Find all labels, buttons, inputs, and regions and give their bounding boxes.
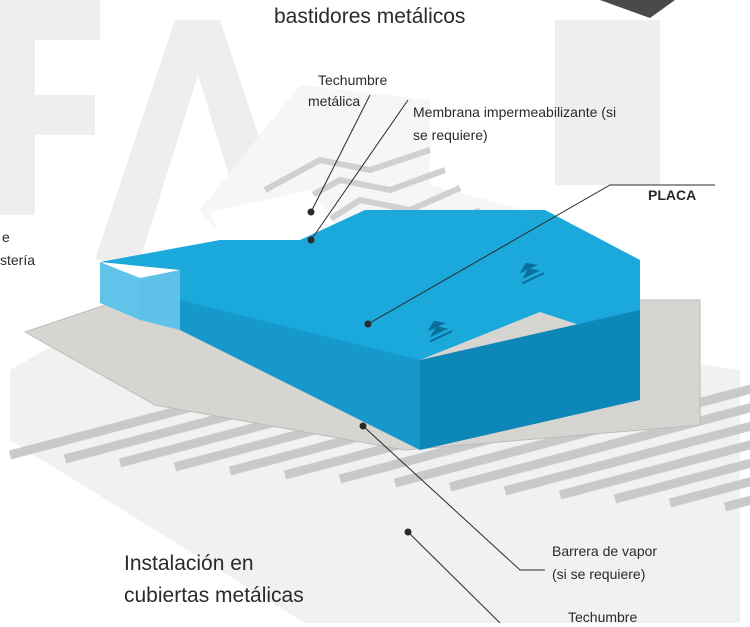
label-partial-left-2: stería <box>0 252 36 268</box>
corner-shape <box>600 0 675 18</box>
deck-groove <box>448 403 750 492</box>
label-membrana-1: Membrana impermeabilizante (si <box>413 104 617 120</box>
label-barrera-2: (si se requiere) <box>552 566 646 582</box>
label-techumbre-top-2: metálica <box>308 93 361 109</box>
deck-groove <box>613 458 750 504</box>
caption-line-2: cubiertas metálicas <box>124 584 304 607</box>
insulation-board <box>100 210 640 450</box>
deck-groove <box>558 440 750 500</box>
brand-logo-icon <box>427 320 453 343</box>
deck-groove <box>503 421 750 496</box>
label-partial-left-1: e <box>2 229 10 245</box>
caption-line-1: Instalación en <box>124 552 254 575</box>
diagram-title: bastidores metálicos <box>274 5 466 28</box>
label-techumbre-bottom: Techumbre <box>568 609 638 625</box>
label-techumbre-top-1: Techumbre <box>318 72 388 88</box>
leader-lines <box>310 94 715 623</box>
leader-dots <box>307 208 412 536</box>
label-membrana-2: se requiere) <box>413 127 488 143</box>
side-panel <box>555 20 660 185</box>
deck-groove <box>668 477 750 508</box>
label-barrera-1: Barrera de vapor <box>552 543 658 559</box>
label-placa: PLACA <box>648 187 697 203</box>
partial-label-box <box>0 215 70 280</box>
brand-logo-icon <box>519 262 545 285</box>
